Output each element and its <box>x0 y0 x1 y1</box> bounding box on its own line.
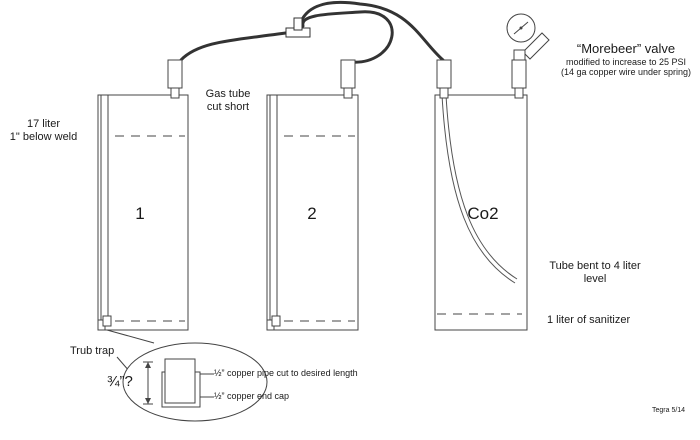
gas-line-to-keg-2 <box>301 10 394 64</box>
dimension-label: ¾”? <box>107 373 133 390</box>
valve-body <box>522 32 550 60</box>
gas-line-to-co2 <box>298 0 445 62</box>
gas-tube-label-line1: Gas tube <box>205 88 251 100</box>
gas-tube-label-line2: cut short <box>206 100 250 113</box>
valve-label-line2: (14 ga copper wire under spring) <box>560 67 692 78</box>
trub-trap-label: Trub trap <box>70 345 115 357</box>
volume-label-line1: 17 liter <box>26 118 61 130</box>
volume-label: 17 liter 1" below weld <box>6 118 81 143</box>
gas-line <box>179 0 445 64</box>
valve-label: “Morebeer” valve modified to increase to… <box>556 41 696 78</box>
keg-1-body <box>97 59 189 331</box>
co2-bent-tube <box>441 94 516 284</box>
morebeer-valve <box>506 13 550 61</box>
credit-text: Tegra 5/14 <box>652 407 686 414</box>
keg-2-body <box>266 59 359 331</box>
pipe-section <box>164 358 196 404</box>
keg-1-label: 1 <box>135 204 145 223</box>
tube-bent-label-line1: Tube bent to 4 liter <box>549 260 641 272</box>
keg-2-connector <box>340 59 356 89</box>
gas-line-to-keg-1 <box>179 30 294 62</box>
pipe-note: ½” copper pipe cut to desired length <box>214 368 358 378</box>
sanitizer-label: 1 liter of sanitizer <box>547 314 631 326</box>
keg-1-connector <box>167 59 183 89</box>
tube-bent-label-line2: level <box>583 272 607 285</box>
volume-label-line2: 1" below weld <box>9 130 78 143</box>
trub-trap-callout <box>106 329 268 422</box>
cap-note: ½” copper end cap <box>214 391 290 401</box>
co2-keg-connector-left <box>436 59 452 89</box>
valve-label-line1: modified to increase to 25 PSI <box>565 56 687 67</box>
keg-2-label: 2 <box>307 204 317 223</box>
co2-keg-connector-right <box>511 59 527 89</box>
co2-keg-label: Co2 <box>467 204 499 223</box>
t-fitting <box>285 17 311 38</box>
valve-label-title: “Morebeer” valve <box>576 41 676 56</box>
tube-bent-label: Tube bent to 4 liter level <box>530 260 660 285</box>
gas-tube-label: Gas tube cut short <box>198 88 258 113</box>
co2-keg-body <box>434 59 528 331</box>
